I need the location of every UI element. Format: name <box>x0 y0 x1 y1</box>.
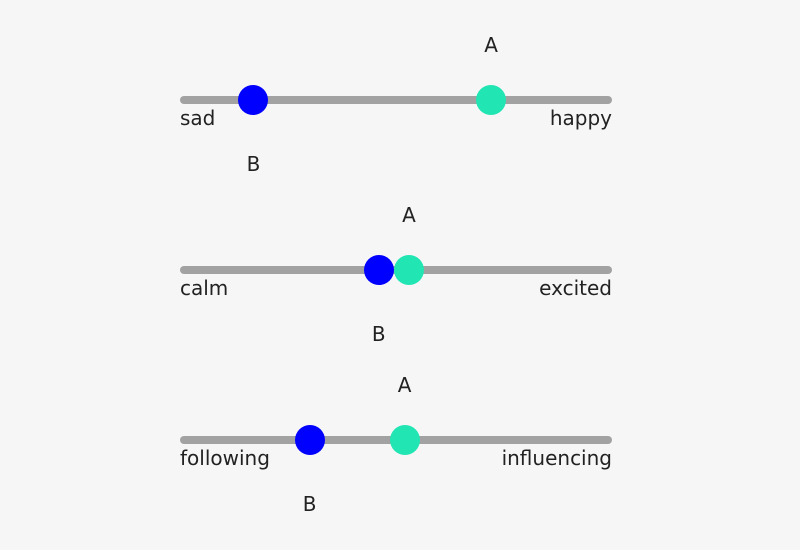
marker-b-dot <box>363 255 394 285</box>
scale-right-label: excited <box>539 276 612 300</box>
scale-right-label: happy <box>549 106 612 130</box>
scale-track <box>180 96 612 104</box>
scale-calm-excited: calm excited B A <box>180 170 612 346</box>
marker-b-label: B <box>246 152 261 176</box>
marker-b-label: B <box>302 492 317 516</box>
marker-a-dot <box>389 425 420 455</box>
scale-right-label: influencing <box>501 446 612 470</box>
marker-a-label: A <box>484 33 498 57</box>
scale-sad-happy: sad happy B A <box>180 0 612 176</box>
marker-a-dot <box>393 255 424 285</box>
marker-a-dot <box>476 85 507 115</box>
marker-a-label: A <box>402 203 416 227</box>
marker-b-dot <box>238 85 269 115</box>
scale-following-influencing: following influencing B A <box>180 340 612 516</box>
marker-b-label: B <box>371 322 386 346</box>
scale-left-label: sad <box>180 106 216 130</box>
scale-left-label: following <box>180 446 270 470</box>
marker-a-label: A <box>397 373 412 397</box>
marker-b-dot <box>294 425 325 455</box>
scale-left-label: calm <box>180 276 229 300</box>
